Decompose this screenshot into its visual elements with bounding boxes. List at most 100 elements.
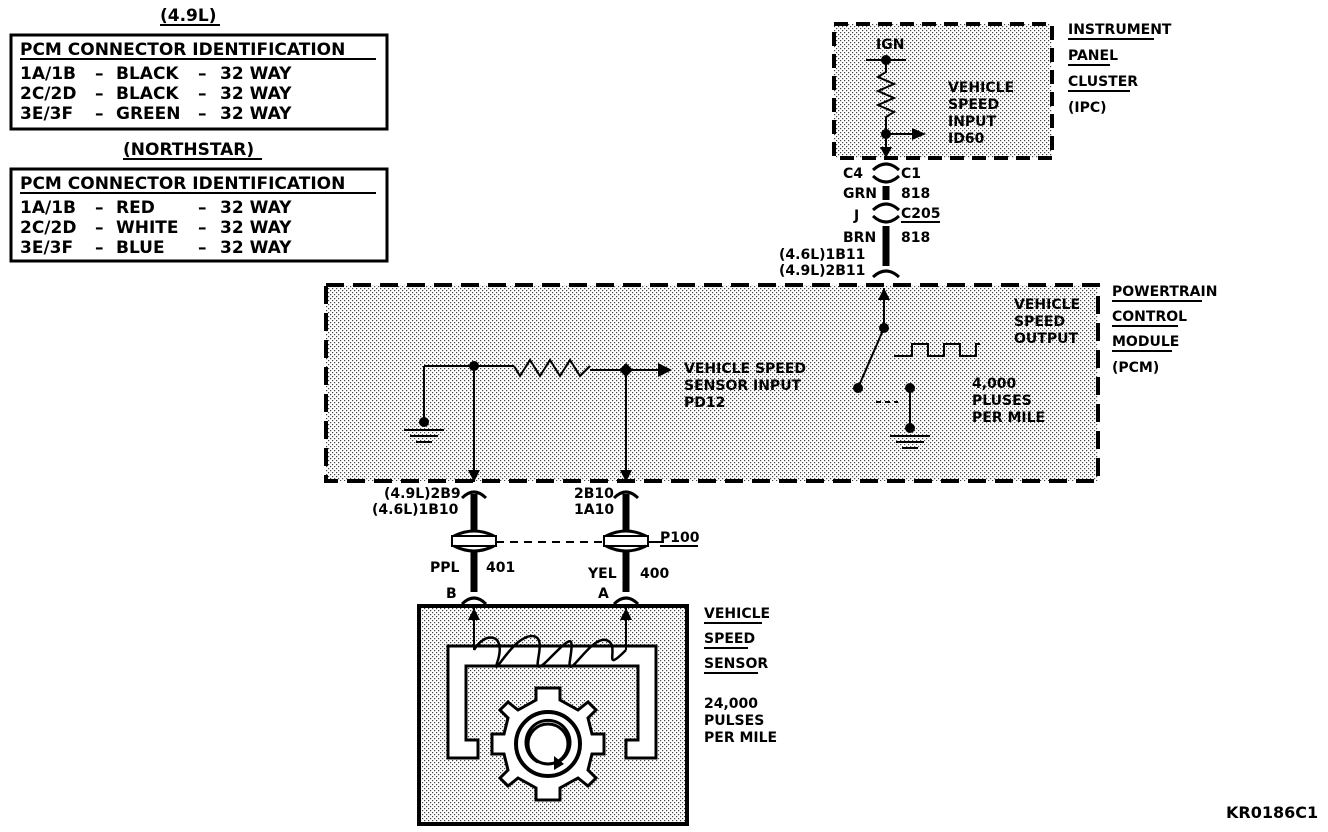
connector-id: 2C/2D: [20, 84, 76, 104]
connector-id: 1A/1B: [20, 64, 76, 84]
powertrain-control-module: VEHICLE SPEED OUTPUT 4,000 PLUSES PER MI…: [324, 283, 1217, 483]
connector-id: 2C/2D: [20, 218, 76, 238]
pcm-name-line: CONTROL: [1112, 309, 1187, 325]
pickup-coil: [472, 634, 627, 669]
c4-label: C4: [843, 166, 863, 182]
dash: –: [198, 218, 207, 238]
reluctor-wheel-icon: [490, 686, 606, 802]
pcm-input-line: SENSOR INPUT: [684, 378, 802, 394]
pcm-output-line: VEHICLE: [1014, 297, 1080, 313]
pcm-pulses-line: PLUSES: [972, 393, 1032, 409]
table-frame: [9, 167, 389, 263]
pcm-pulses-line: 4,000: [972, 376, 1017, 392]
upper-wire: C4 C1 GRN 818 J C205 BRN 818 (4.6L)1B11 …: [779, 162, 941, 279]
pin-label: (4.9L)2B9: [384, 486, 461, 502]
ipc-input-line: ID60: [948, 131, 985, 147]
pcm-output-line: OUTPUT: [1014, 331, 1078, 347]
dash: –: [95, 104, 104, 124]
table-row: 1A/1B – RED – 32 WAY: [20, 198, 292, 218]
table-row: 3E/3F – BLUE – 32 WAY: [20, 238, 292, 258]
connector-p100-left: [451, 535, 497, 547]
circuit-401-label: 401: [486, 560, 515, 576]
pin-label: (4.6L)1B10: [372, 502, 459, 518]
connector-color: RED: [116, 198, 155, 218]
table-header: PCM CONNECTOR IDENTIFICATION: [20, 40, 345, 60]
connector-p100-right: [603, 535, 649, 547]
dash: –: [198, 104, 207, 124]
table-caption: (NORTHSTAR): [123, 140, 254, 160]
connector-ways: 32 WAY: [220, 198, 292, 218]
pcm-pin-vss-out: [871, 269, 901, 279]
connector-ways: 32 WAY: [220, 104, 292, 124]
vss-name-line: SPEED: [704, 631, 755, 647]
circuit-818-label: 818: [901, 230, 930, 246]
connector-ways: 32 WAY: [220, 84, 292, 104]
ipc-box: [832, 22, 1054, 160]
dash: –: [95, 84, 104, 104]
grn-label: GRN: [843, 186, 877, 202]
dash: –: [198, 64, 207, 84]
dash: –: [95, 238, 104, 258]
pin-label-49l: (4.9L)2B11: [779, 263, 865, 279]
pcm-pin-right: [612, 490, 640, 500]
terminal-a-label: A: [598, 586, 609, 602]
brn-label: BRN: [843, 230, 876, 246]
connector-color: BLUE: [116, 238, 165, 258]
ground-icon: [404, 429, 444, 443]
connector-ways: 32 WAY: [220, 238, 292, 258]
pcm-box: [324, 283, 1100, 483]
table-row: 2C/2D – BLACK – 32 WAY: [20, 84, 292, 104]
lower-wires: (4.9L)2B9 (4.6L)1B10 2B10 1A10 P100 PPL …: [372, 486, 700, 606]
ipc-pullup-resistor: [875, 60, 897, 134]
dash: –: [95, 218, 104, 238]
pcm-pulses-line: PER MILE: [972, 410, 1045, 426]
ipc-ign-label: IGN: [876, 37, 904, 53]
circuit-818-label: 818: [901, 186, 930, 202]
pcm-input-line: VEHICLE SPEED: [684, 361, 806, 377]
terminal-b-label: B: [446, 586, 457, 602]
connector-color: BLACK: [116, 84, 179, 104]
j-label: J: [853, 208, 859, 224]
pin-label: 1A10: [574, 502, 614, 518]
ground-icon: [890, 435, 930, 449]
connector-id: 3E/3F: [20, 238, 73, 258]
ipc-name-line: PANEL: [1068, 48, 1118, 64]
p100-label: P100: [660, 530, 700, 546]
pcm-input-line: PD12: [684, 395, 725, 411]
output-switch: [857, 327, 885, 389]
magnet-core: [446, 644, 658, 760]
pcm-name-line: POWERTRAIN: [1112, 284, 1217, 300]
pin-label-46l: (4.6L)1B11: [779, 247, 865, 263]
c205-label: C205: [901, 206, 941, 222]
ipc-input-line: SPEED: [948, 97, 999, 113]
vehicle-speed-sensor: VEHICLE SPEED SENSOR 24,000 PULSES PER M…: [417, 604, 777, 826]
ipc-input-line: VEHICLE: [948, 80, 1014, 96]
vss-name-line: VEHICLE: [704, 606, 770, 622]
dash: –: [95, 198, 104, 218]
connector-table-northstar: (NORTHSTAR) PCM CONNECTOR IDENTIFICATION…: [9, 140, 389, 263]
circuit-400-label: 400: [640, 566, 669, 582]
table-frame: [9, 33, 389, 131]
ground-node: [905, 423, 915, 433]
vss-pulses-line: PULSES: [704, 713, 764, 729]
figure-id: KR0186C1: [1226, 803, 1318, 822]
input-resistor: [513, 358, 591, 378]
ipc-name-line: CLUSTER: [1068, 74, 1138, 90]
wire-color-ppl: PPL: [430, 560, 460, 576]
connector-color: WHITE: [116, 218, 179, 238]
table-caption: (4.9L): [160, 6, 217, 26]
connector-c205: [871, 202, 901, 212]
pin-label: 2B10: [574, 486, 614, 502]
pcm-pin-left: [460, 490, 488, 500]
table-row: 3E/3F – GREEN – 32 WAY: [20, 104, 292, 124]
pcm-name-line: (PCM): [1112, 360, 1159, 376]
ipc-name-line: INSTRUMENT: [1068, 22, 1172, 38]
vss-name-line: SENSOR: [704, 656, 768, 672]
vss-pin-a: [612, 596, 640, 606]
connector-ways: 32 WAY: [220, 218, 292, 238]
ipc-name-line: (IPC): [1068, 100, 1107, 116]
ipc-input-line: INPUT: [948, 114, 997, 130]
dash: –: [198, 198, 207, 218]
wire-color-yel: YEL: [587, 566, 617, 582]
pulse-waveform: [894, 343, 980, 357]
